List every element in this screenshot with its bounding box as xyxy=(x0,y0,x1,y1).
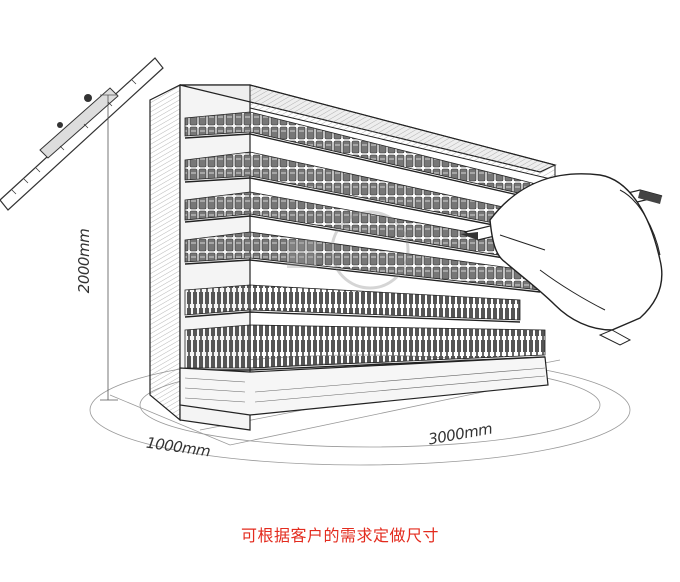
height-dimension-line xyxy=(100,94,118,401)
watermark-logo xyxy=(287,210,410,290)
product-shelves xyxy=(184,111,546,371)
ruler xyxy=(0,57,164,211)
cabinet-base xyxy=(179,356,549,416)
height-dimension-label: 2000mm xyxy=(75,228,94,294)
cabinet-canopy xyxy=(179,84,557,181)
hand-with-pencil xyxy=(460,173,663,346)
caption-text: 可根据客户的需求定做尺寸 xyxy=(240,526,439,545)
